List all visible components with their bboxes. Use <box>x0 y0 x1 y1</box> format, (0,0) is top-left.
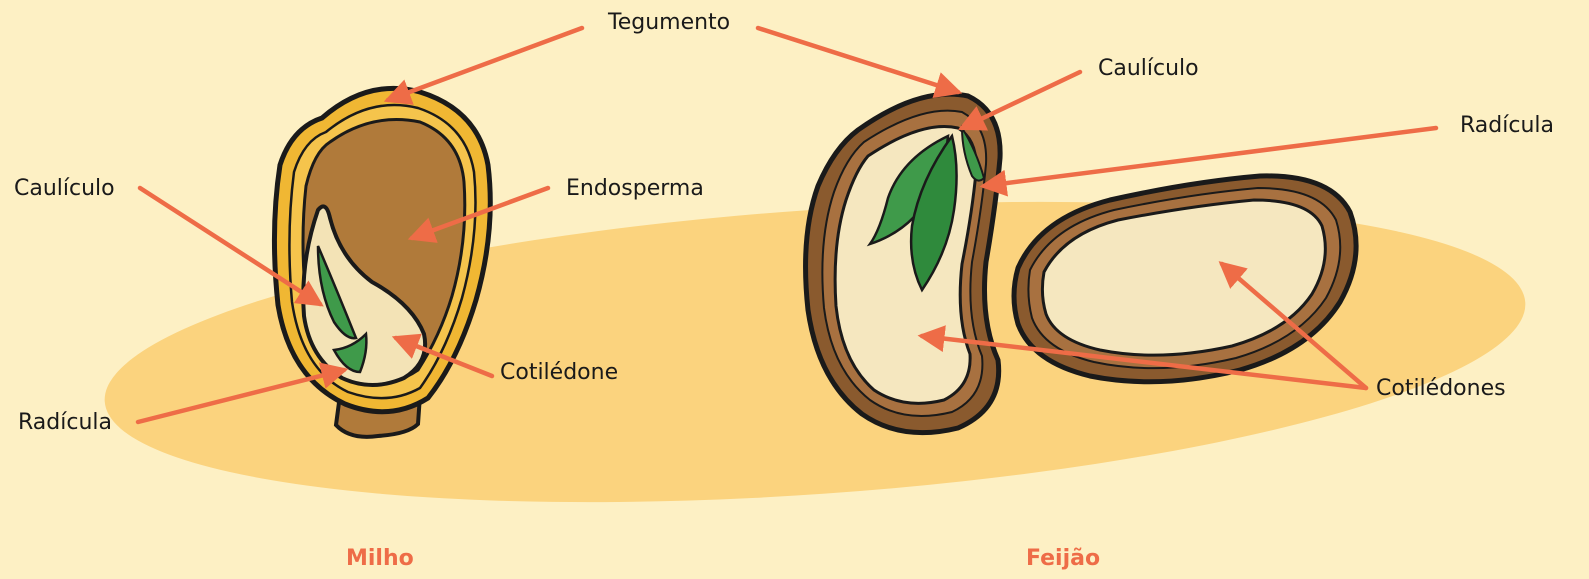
label-endosperma: Endosperma <box>566 178 704 200</box>
arrow-tegumento-feijao <box>758 28 958 92</box>
arrow-tegumento-milho <box>388 28 582 100</box>
caption-milho: Milho <box>346 548 414 570</box>
label-cauliculo-milho: Caulículo <box>14 178 115 200</box>
arrow-radicula-feijao <box>984 128 1436 186</box>
bean-half-embryo <box>806 94 1001 433</box>
caption-feijao: Feijão <box>1026 548 1100 570</box>
label-cauliculo-feijao: Caulículo <box>1098 58 1199 80</box>
label-tegumento: Tegumento <box>608 12 730 34</box>
label-cotiledones: Cotilédones <box>1376 378 1506 400</box>
label-radicula-feijao: Radícula <box>1460 115 1554 137</box>
label-cotiledone: Cotilédone <box>500 362 618 384</box>
arrow-cauliculo-feijao <box>962 72 1080 128</box>
label-radicula-milho: Radícula <box>18 412 112 434</box>
